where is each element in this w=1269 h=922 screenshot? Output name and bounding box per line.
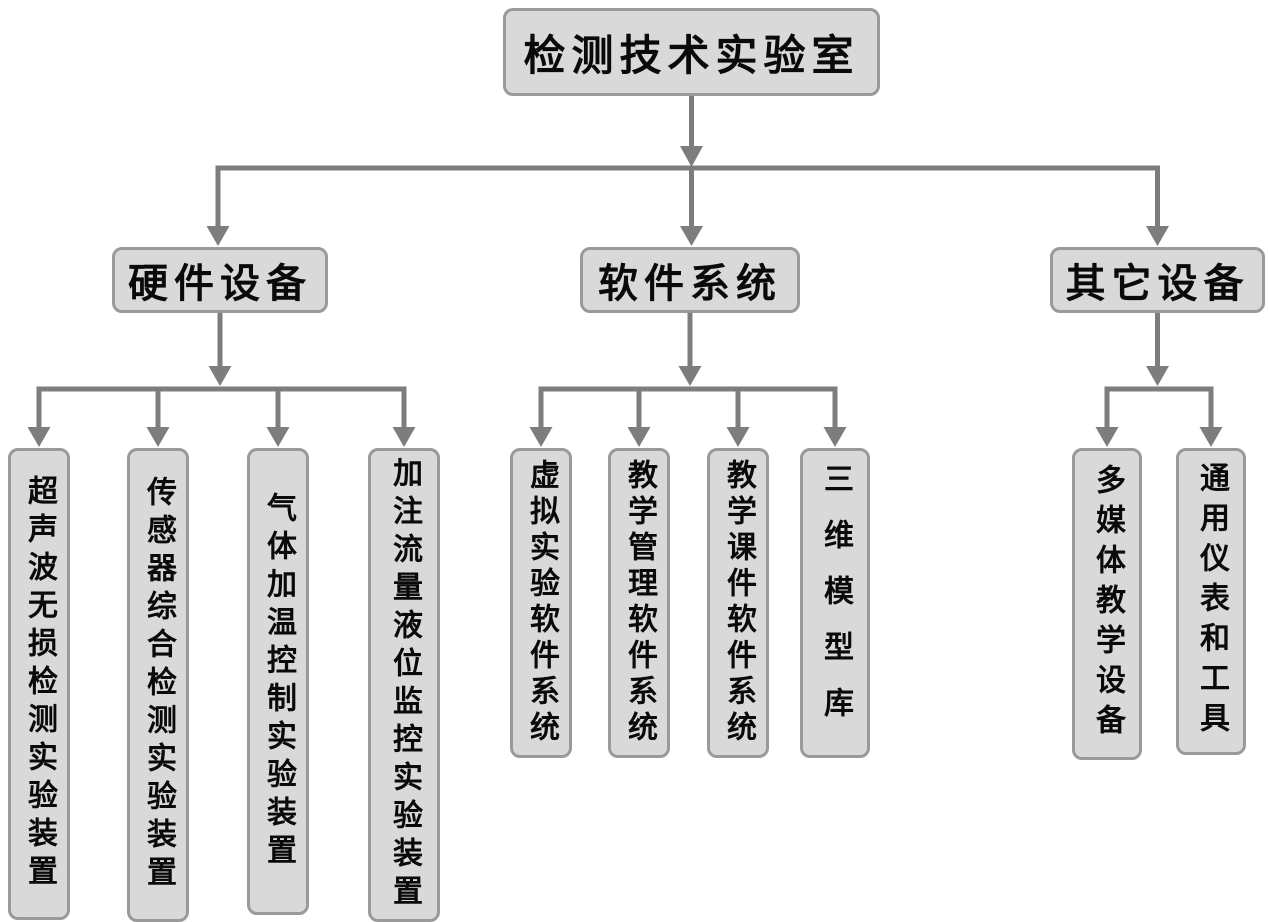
leaf-label: 三维模型库 xyxy=(818,463,853,743)
leaf-label: 加注流量液位监控实验装置 xyxy=(387,457,422,913)
node-hardware: 硬件设备 xyxy=(112,247,328,313)
leaf-ultrasonic-ndt-device: 超声波无损检测实验装置 xyxy=(8,448,70,920)
node-root: 检测技术实验室 xyxy=(503,8,880,96)
leaf-teaching-management-software: 教学管理软件系统 xyxy=(608,448,670,758)
node-other-label: 其它设备 xyxy=(1065,261,1250,307)
node-hardware-label: 硬件设备 xyxy=(128,261,312,307)
leaf-label: 教学管理软件系统 xyxy=(622,459,657,747)
leaf-label: 气体加温控制实验装置 xyxy=(261,491,296,872)
leaf-label: 通用仪表和工具 xyxy=(1194,461,1229,742)
leaf-virtual-experiment-software: 虚拟实验软件系统 xyxy=(510,448,572,758)
leaf-multimedia-teaching-equipment: 多媒体教学设备 xyxy=(1072,448,1142,760)
leaf-courseware-software: 教学课件软件系统 xyxy=(707,448,769,758)
leaf-label: 传感器综合检测实验装置 xyxy=(141,476,176,894)
leaf-label: 教学课件软件系统 xyxy=(721,459,756,747)
leaf-gas-heating-control-device: 气体加温控制实验装置 xyxy=(247,448,309,915)
leaf-sensor-comprehensive-device: 传感器综合检测实验装置 xyxy=(127,448,189,922)
leaf-label: 超声波无损检测实验装置 xyxy=(22,475,57,893)
node-software-label: 软件系统 xyxy=(598,261,782,307)
leaf-flow-level-monitoring-device: 加注流量液位监控实验装置 xyxy=(368,448,440,922)
leaf-label: 虚拟实验软件系统 xyxy=(524,459,559,747)
node-root-label: 检测技术实验室 xyxy=(523,30,860,80)
leaf-label: 多媒体教学设备 xyxy=(1090,464,1125,744)
node-other: 其它设备 xyxy=(1050,247,1265,313)
leaf-general-instruments-tools: 通用仪表和工具 xyxy=(1176,448,1246,755)
node-software: 软件系统 xyxy=(580,247,800,313)
leaf-3d-model-library: 三维模型库 xyxy=(800,448,870,758)
